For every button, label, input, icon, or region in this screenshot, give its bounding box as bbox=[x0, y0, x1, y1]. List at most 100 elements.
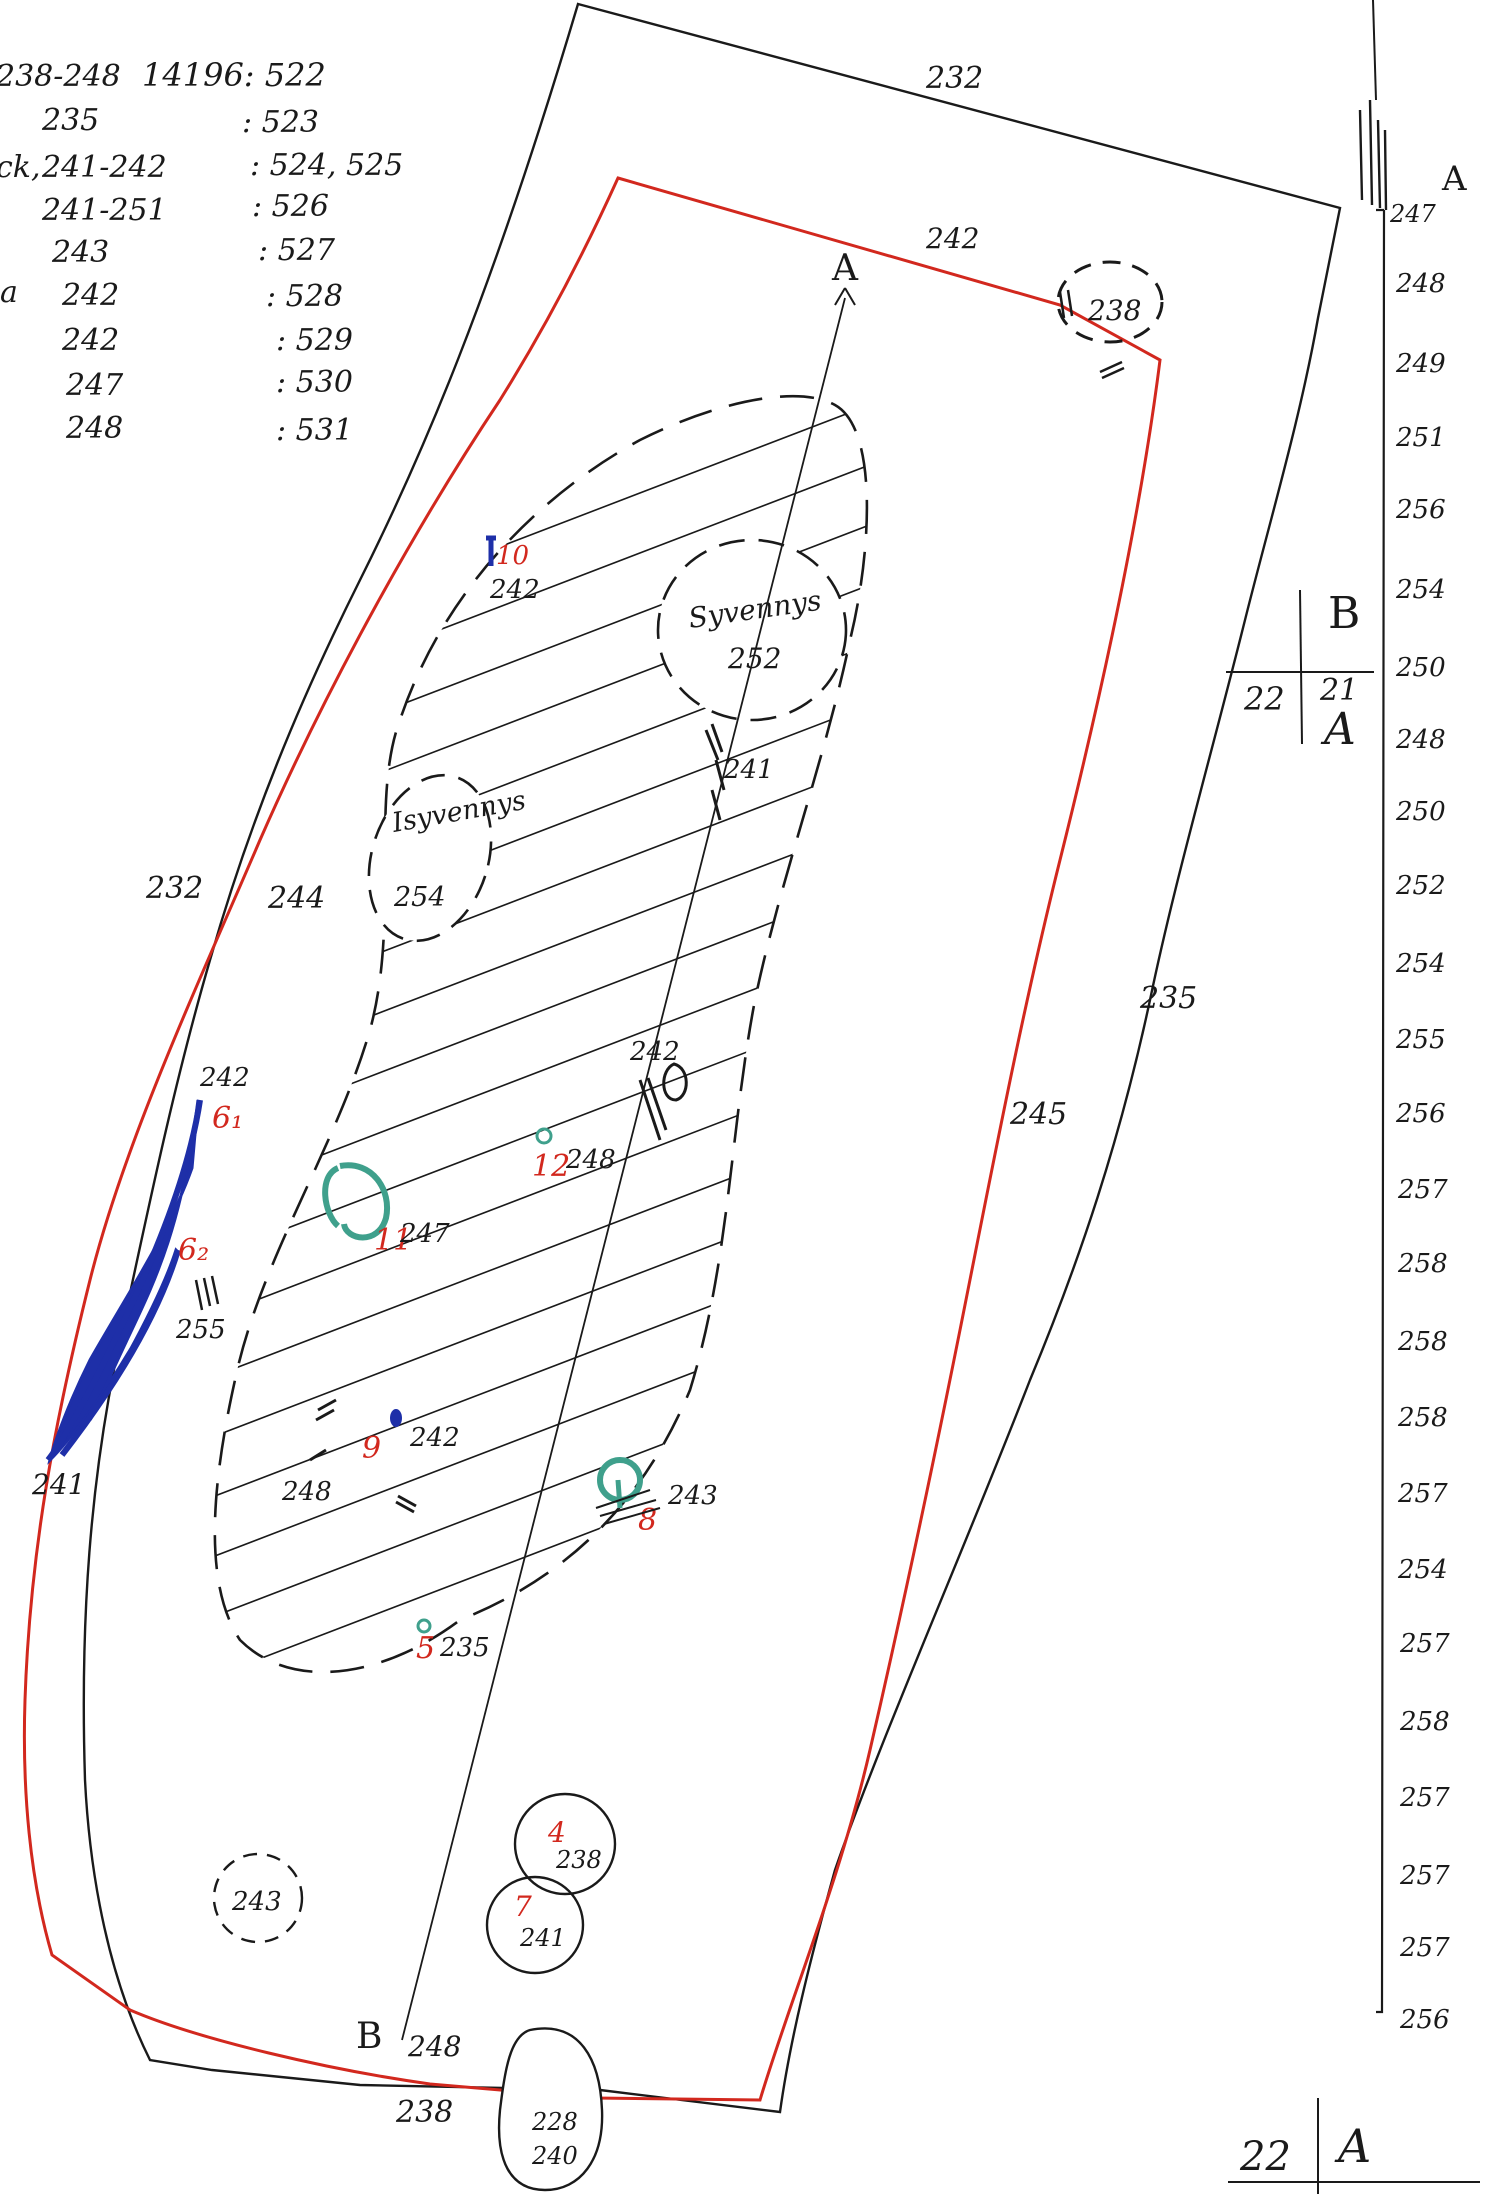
profile-value: 254 bbox=[1395, 949, 1446, 979]
find-12-green-ring bbox=[535, 1127, 553, 1145]
profile-value: 257 bbox=[1397, 1479, 1448, 1509]
profile-top-line bbox=[1372, 0, 1377, 101]
section-profile-axis bbox=[1376, 208, 1386, 2014]
find-number: 12 bbox=[532, 1149, 570, 1184]
scribble-mark bbox=[595, 1489, 661, 1525]
grid-mark-upper: B 22 21 A bbox=[1226, 588, 1374, 755]
section-start-label: A bbox=[831, 248, 859, 289]
find-list-prefix: ck, bbox=[0, 150, 41, 185]
find-list-catalog: : 527 bbox=[258, 233, 336, 268]
find-list-depth: 241-242 bbox=[41, 150, 167, 185]
profile-value: 250 bbox=[1395, 653, 1446, 683]
elevation-label: 232 bbox=[925, 61, 983, 96]
find-7-circle bbox=[485, 1875, 585, 1975]
profile-value: 249 bbox=[1395, 349, 1446, 379]
scribble-mark bbox=[309, 1398, 337, 1462]
find-number: 5 bbox=[416, 1631, 435, 1666]
elevation-label: 242 bbox=[925, 222, 979, 255]
profile-value: 256 bbox=[1395, 1099, 1446, 1129]
profile-value: 255 bbox=[1395, 1025, 1446, 1055]
scribble-mark bbox=[1058, 289, 1125, 380]
profile-value: 252 bbox=[1395, 871, 1446, 901]
find-4-circle bbox=[513, 1792, 617, 1896]
grid-mark-left: 22 bbox=[1243, 680, 1285, 718]
excavation-boundary bbox=[22, 176, 1162, 2102]
profile-value: 248 bbox=[1395, 725, 1446, 755]
elevation-label: 245 bbox=[1009, 1097, 1067, 1132]
profile-value: 258 bbox=[1397, 1403, 1448, 1433]
bottom-pit-value: 240 bbox=[531, 2142, 578, 2170]
find-list-catalog: : 526 bbox=[252, 189, 329, 224]
profile-value: 254 bbox=[1395, 575, 1446, 605]
profile-value: 257 bbox=[1399, 1933, 1450, 1963]
grid-mark-lower: 22 A bbox=[1228, 2098, 1480, 2194]
bottom-pit-value: 228 bbox=[531, 2108, 578, 2136]
find-8-green-stem bbox=[615, 1479, 623, 1509]
find-number: 10 bbox=[496, 541, 529, 571]
elevation-label: 232 bbox=[145, 871, 203, 906]
find-value: 242 bbox=[409, 1423, 460, 1453]
find-list-catalog: 14196: 522 bbox=[142, 56, 326, 94]
find-10-blue-dot bbox=[390, 1409, 402, 1427]
find-list: 238-248 14196: 522 235 : 523 ck, 241-242… bbox=[0, 56, 403, 448]
grid-mark-left: 22 bbox=[1239, 2134, 1291, 2180]
find-6-blue-object bbox=[47, 1099, 200, 1465]
hatched-fill-area bbox=[214, 396, 867, 1673]
pit-243-value: 243 bbox=[231, 1887, 282, 1917]
find-number: 8 bbox=[638, 1503, 657, 1538]
find-number: 6₂ bbox=[178, 1233, 209, 1268]
profile-value: 250 bbox=[1395, 797, 1446, 827]
profile-value: 257 bbox=[1399, 1629, 1450, 1659]
elevation-label: 244 bbox=[267, 881, 325, 916]
bottom-pit bbox=[497, 2027, 604, 2192]
find-list-catalog: : 523 bbox=[242, 105, 319, 140]
section-profile: A 247 248 249 251 256 254 250 248 250 25… bbox=[1358, 0, 1467, 2035]
profile-value: 251 bbox=[1395, 423, 1446, 453]
find-number: 7 bbox=[514, 1890, 532, 1923]
profile-value: 258 bbox=[1399, 1707, 1450, 1737]
profile-value: 258 bbox=[1397, 1249, 1448, 1279]
depression-zone-left bbox=[367, 773, 493, 943]
elevation-label: 238 bbox=[395, 2095, 453, 2130]
profile-value: 256 bbox=[1399, 2005, 1450, 2035]
find-number: 9 bbox=[362, 1431, 381, 1466]
section-end-value: 248 bbox=[407, 2030, 461, 2063]
elevation-label: 235 bbox=[1139, 981, 1197, 1016]
find-list-depth: 248 bbox=[65, 411, 123, 446]
profile-value: 256 bbox=[1395, 495, 1446, 525]
profile-value: 257 bbox=[1399, 1861, 1450, 1891]
profile-value: 254 bbox=[1397, 1555, 1448, 1585]
elevation-label: 242 bbox=[199, 1063, 250, 1093]
find-number: 11 bbox=[374, 1223, 412, 1258]
find-list-depth: 242 bbox=[61, 323, 119, 358]
profile-value: 248 bbox=[1395, 269, 1446, 299]
find-value: 243 bbox=[667, 1481, 718, 1511]
elevation-label: 255 bbox=[175, 1315, 226, 1345]
find-number: 4 bbox=[547, 1816, 566, 1849]
elevation-label: 241 bbox=[723, 755, 774, 785]
depression-left-value: 254 bbox=[393, 882, 446, 913]
find-6-blue-stroke bbox=[45, 1099, 203, 1462]
find-value: 238 bbox=[555, 1846, 602, 1874]
profile-tall-marks bbox=[1358, 99, 1388, 211]
grid-mark-sub: A bbox=[1320, 704, 1356, 755]
posthole-238 bbox=[1056, 260, 1164, 344]
profile-value: 257 bbox=[1399, 1783, 1450, 1813]
posthole-238-value: 238 bbox=[1087, 294, 1141, 327]
section-arrow-icon bbox=[834, 287, 856, 306]
outer-boundary bbox=[82, 2, 1342, 2114]
scribble-mark bbox=[704, 723, 726, 821]
find-list-catalog: : 524, 525 bbox=[250, 148, 403, 183]
section-line-a-b bbox=[401, 297, 846, 2041]
find-list-catalog: : 530 bbox=[276, 365, 353, 400]
find-list-depth: 242 bbox=[61, 278, 119, 313]
find-list-catalog: : 528 bbox=[266, 279, 343, 314]
profile-value: 247 bbox=[1389, 200, 1437, 228]
find-value: 248 bbox=[565, 1145, 616, 1175]
elevation-label: 242 bbox=[489, 575, 540, 605]
find-value: 241 bbox=[519, 1924, 566, 1952]
section-profile-label: A bbox=[1441, 159, 1467, 199]
find-number: 6₁ bbox=[212, 1101, 243, 1136]
find-list-catalog: : 529 bbox=[276, 323, 353, 358]
